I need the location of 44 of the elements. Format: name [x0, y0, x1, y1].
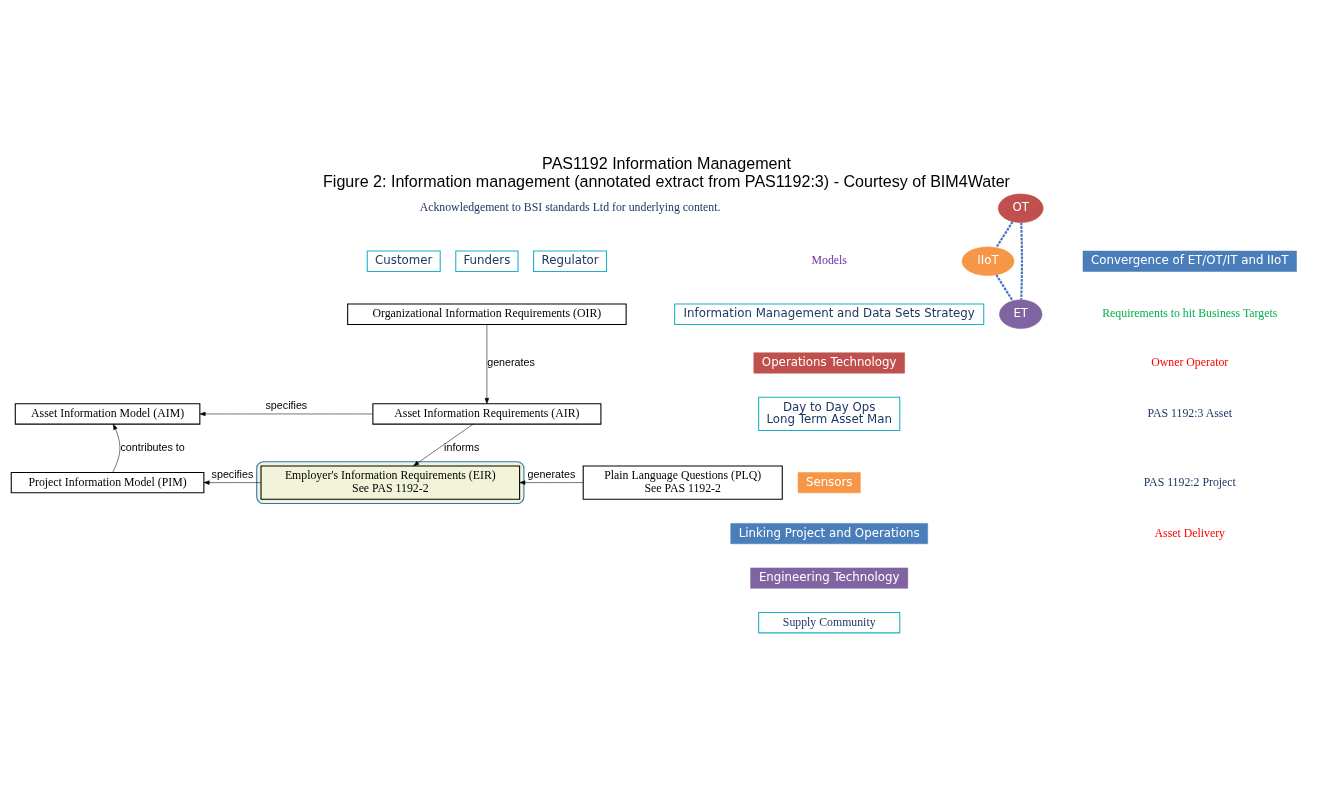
- diagram-title: PAS1192 Information Management: [542, 154, 791, 173]
- node-box: Organizational Information Requirements (OIR): [347, 303, 627, 325]
- edge-label: informs: [444, 440, 480, 453]
- node-box: Day to Day Ops Long Term Asset Man: [758, 396, 901, 432]
- node-box: Sensors: [797, 472, 861, 494]
- node-ellipse: OT: [998, 193, 1044, 223]
- node-ellipse: IIoT: [961, 246, 1015, 276]
- edge-label: specifies: [211, 467, 254, 480]
- label: Requirements to hit Business Targets: [1102, 306, 1278, 321]
- label: PAS 1192:3 Asset: [1147, 405, 1232, 420]
- connector: [1020, 222, 1024, 300]
- label: Models: [811, 253, 847, 268]
- node-box: Employer's Information Requirements (EIR) See PAS 1192-2: [260, 465, 521, 500]
- node-box: Operations Technology: [753, 352, 905, 374]
- label: Asset Delivery: [1154, 525, 1225, 540]
- arrow: [519, 480, 584, 485]
- node-box: Engineering Technology: [750, 567, 909, 589]
- node-box: Asset Information Model (AIM): [14, 403, 201, 425]
- edge-label: generates: [527, 467, 576, 480]
- label: PAS 1192:2 Project: [1143, 474, 1236, 489]
- node-ellipse: ET: [999, 299, 1043, 329]
- arrow: [203, 480, 262, 485]
- edge-label: generates: [487, 355, 535, 368]
- node-box: Regulator: [533, 250, 608, 272]
- node-box: Funders: [455, 250, 519, 272]
- caption: Figure 2: Information management (annotated extract from PAS1192:3) - Courtesy of BIM4Water: [323, 171, 1010, 190]
- edge-label: contributes to: [120, 440, 185, 453]
- node-box: Customer: [366, 250, 441, 272]
- node-box: Linking Project and Operations: [730, 523, 928, 545]
- node-box: Asset Information Requirements (AIR): [372, 403, 602, 425]
- edge-label: specifies: [265, 399, 308, 412]
- arrow: [413, 423, 474, 467]
- label: Acknowledgement to BSI standards Ltd for underlying content.: [419, 200, 721, 215]
- arrow: [484, 324, 490, 404]
- connector: [995, 221, 1014, 248]
- arrow: [199, 411, 374, 417]
- node-box: Project Information Model (PIM): [10, 471, 205, 494]
- node-box: Supply Community: [758, 611, 901, 634]
- node-box: Convergence of ET/OT/IT and IIoT: [1082, 250, 1297, 272]
- node-box: Plain Language Questions (PLQ) See PAS 1192-2: [582, 465, 783, 500]
- arrow: [112, 423, 121, 473]
- label: Owner Operator: [1151, 354, 1229, 369]
- connector: [995, 274, 1014, 302]
- node-box: Information Management and Data Sets Strategy: [674, 303, 985, 325]
